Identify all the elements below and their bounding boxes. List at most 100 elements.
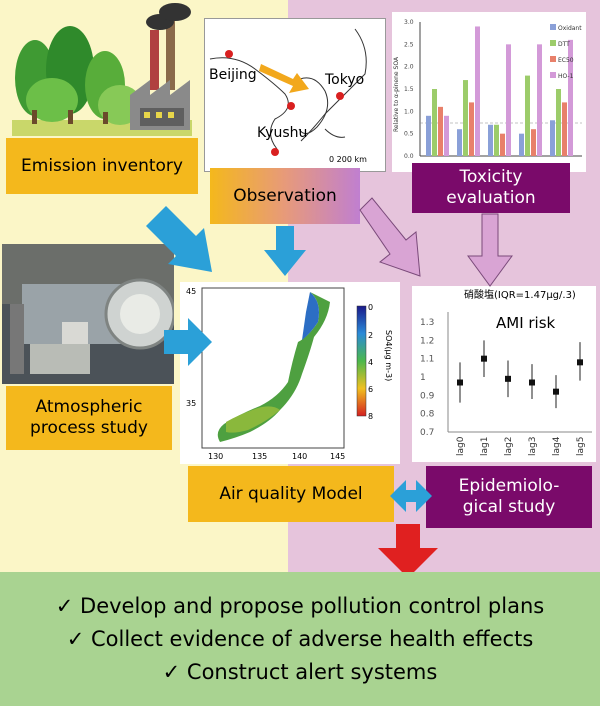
tox-bar [426,115,431,156]
arrow-to-outcomes [378,524,438,578]
epi-subtitle: AMI risk [496,314,556,332]
air-quality-model-label: Air quality Model [188,466,394,522]
toxicity-chart: Relative to α-pinene SOA 3.0 2.5 2.0 1.5 1.0… [392,12,586,172]
emission-inventory-label: Emission inventory [6,138,198,194]
observation-label: Observation [210,168,360,224]
map-scale: 0 200 km [329,155,367,164]
observation-label-text: Observation [233,185,337,206]
tox-bar [531,129,536,156]
lon-140: 140 [292,452,307,461]
tox-ytick: 1.5 [404,86,414,93]
tox-legend-label: DTT [558,41,570,48]
tox-bar [444,115,449,156]
tox-bar [488,124,493,156]
east-asia-map: Beijing Tokyo Kyushu 0 200 km [209,28,367,164]
tox-ytick: 0.0 [404,153,414,160]
epi-point-lag2 [505,375,511,382]
epi-ytick: 0.8 [420,410,435,420]
tox-bar [506,44,511,157]
chamber-photo [2,244,174,384]
tox-bar [475,26,480,156]
tox-ytick: 0.5 [404,131,414,138]
tox-legend-swatch [550,56,556,62]
lon-145: 145 [330,452,345,461]
epi-point-lag5 [577,359,583,366]
toxicity-evaluation-label: Toxicity evaluation [412,163,570,213]
arrow-observation-to-model [264,226,306,276]
south-marker [271,148,279,156]
atmospheric-label-text: Atmospheric process study [30,397,148,438]
epidemiological-study-label: Epidemiolo- gical study [426,466,592,528]
epi-xtick-lag5: lag5 [576,437,586,456]
city-tokyo: Tokyo [324,72,364,88]
tox-bar [562,102,567,156]
epi-ytick: 1.1 [420,355,434,365]
tox-bar [463,80,468,156]
tokyo-marker [336,92,344,100]
epi-point-lag3 [529,379,535,386]
bullet-control-plans: ✓ Develop and propose pollution control … [55,594,545,618]
epi-ytick: 1.3 [420,318,434,328]
tox-ytick: 2.0 [404,64,414,71]
lon-135: 135 [252,452,267,461]
city-beijing: Beijing [209,67,257,83]
air-quality-map: 0 2 4 6 8 SO4(μg m-3) 45 35 130 135 140 … [180,282,400,464]
epi-point-lag0 [457,379,463,386]
tox-ytick: 1.0 [404,108,414,115]
kyushu-marker [287,102,295,110]
epi-point-lag1 [481,355,487,362]
tox-bar [537,44,542,157]
tox-legend-swatch [550,40,556,46]
epidemiological-label-text: Epidemiolo- gical study [458,476,560,517]
arrow-atmospheric-to-model [164,318,212,366]
arrow-toxicity-to-epi [467,213,513,287]
outcomes-list: ✓ Develop and propose pollution control … [0,590,600,689]
tox-ylabel: Relative to α-pinene SOA [393,56,400,132]
tox-bar [457,129,462,156]
tox-bar [525,75,530,156]
cb-tick-8: 8 [368,412,373,421]
tox-legend-label: Oxidant [558,25,582,32]
tox-bar [432,89,437,156]
tox-legend-swatch [550,24,556,30]
tox-bar [550,120,555,156]
tox-bar [519,133,524,156]
tox-bar [500,133,505,156]
epi-xtick-lag3: lag3 [528,437,538,456]
tox-ytick: 2.5 [404,41,414,48]
cb-tick-4: 4 [368,358,373,367]
epi-ytick: 1.2 [420,336,434,346]
lat-45: 45 [186,287,196,296]
so4-map-svg: 0 2 4 6 8 SO4(μg m-3) 45 35 130 135 140 … [186,287,393,461]
lat-35: 35 [186,399,196,408]
tox-legend-label: HO-1 [558,73,574,80]
air-quality-label-text: Air quality Model [219,483,363,504]
tox-bar [469,102,474,156]
epi-xtick-lag0: lag0 [456,436,466,456]
cb-tick-0: 0 [368,303,373,312]
cb-tick-2: 2 [368,331,373,340]
arrow-observation-to-epi [359,197,421,277]
outcomes-panel [0,572,600,706]
tox-bar [556,89,561,156]
bullet-health-evidence: ✓ Collect evidence of adverse health eff… [66,627,534,651]
epi-ytick: 0.9 [420,391,435,401]
colorbar-label: SO4(μg m-3) [384,330,393,381]
emission-label-text: Emission inventory [21,155,183,176]
epi-errorbar-svg: 硝酸塩(IQR=1.47μg/.3) AMI risk 1.31.21.110.… [420,288,592,456]
lon-130: 130 [208,452,223,461]
tox-legend-swatch [550,72,556,78]
tox-bar [494,124,499,156]
cb-tick-6: 6 [368,385,373,394]
tox-legend-label: EC50 [558,57,574,64]
tox-bar [438,106,443,156]
transport-arrow [259,64,309,93]
epi-point-lag4 [553,388,559,395]
arrow-emission-to-model [146,206,212,272]
epi-ytick: 0.7 [420,428,434,438]
epi-title: 硝酸塩(IQR=1.47μg/.3) [464,288,576,301]
toxicity-bar-svg: Relative to α-pinene SOA 3.0 2.5 2.0 1.5 1.0… [393,19,582,160]
tox-ytick: 3.0 [404,19,414,26]
epi-xtick-lag1: lag1 [480,437,490,456]
